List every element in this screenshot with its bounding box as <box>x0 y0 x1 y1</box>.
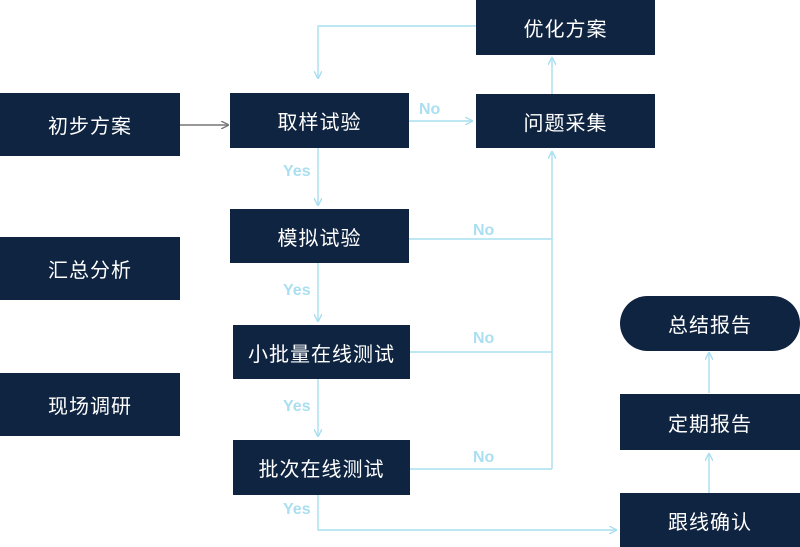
label-yes-simulation: Yes <box>283 282 311 299</box>
node-summary-analysis: 汇总分析 <box>0 237 180 300</box>
node-batch-online-test: 批次在线测试 <box>233 440 410 495</box>
label-no-batch: No <box>473 449 495 466</box>
node-preliminary-plan: 初步方案 <box>0 93 180 156</box>
node-simulation-test: 模拟试验 <box>230 209 409 263</box>
label-yes-sampling: Yes <box>283 163 311 180</box>
node-tracking-confirmation: 跟线确认 <box>620 493 800 547</box>
node-sampling-test: 取样试验 <box>230 93 409 148</box>
label-yes-batch: Yes <box>283 501 311 518</box>
node-summary-report: 总结报告 <box>620 296 800 351</box>
label-yes-smallbatch: Yes <box>283 398 311 415</box>
node-periodic-report: 定期报告 <box>620 394 800 450</box>
node-optimize-plan: 优化方案 <box>476 0 655 55</box>
label-no-smallbatch: No <box>473 330 495 347</box>
label-no-sampling: No <box>419 101 441 118</box>
connector-batch-to-tracking <box>317 495 616 530</box>
connector-optimize-to-sampling <box>318 25 476 78</box>
node-issue-collection: 问题采集 <box>476 94 655 148</box>
node-field-research: 现场调研 <box>0 373 180 436</box>
label-no-simulation: No <box>473 222 495 239</box>
node-small-batch-online-test: 小批量在线测试 <box>233 325 410 379</box>
